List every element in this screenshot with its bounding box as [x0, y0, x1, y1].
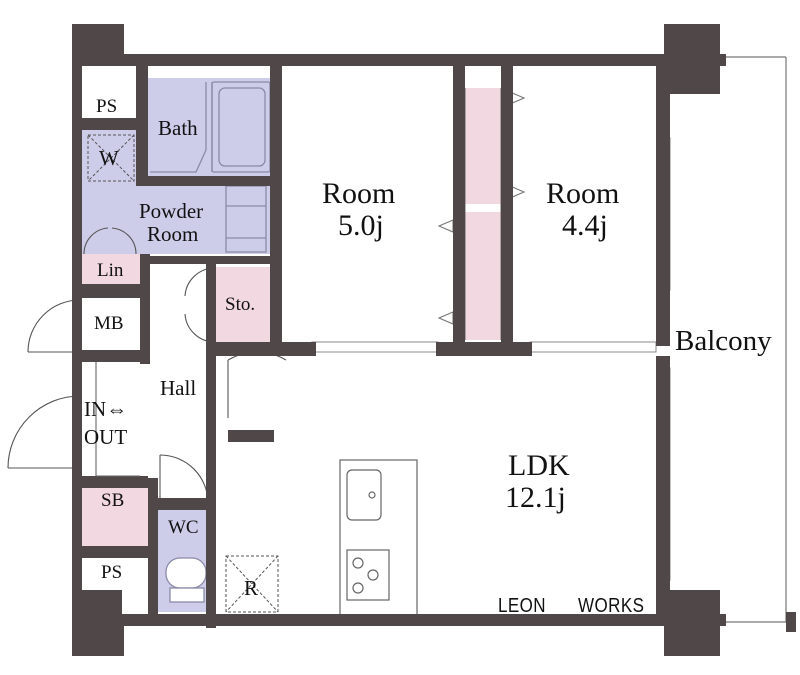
kitchen-counter: [339, 459, 418, 616]
ldk-name: LDK: [508, 449, 570, 482]
brand-left: LEON: [498, 595, 546, 617]
balcony-area: [720, 56, 796, 632]
powder-room-label-2: Room: [147, 222, 199, 246]
linen-label: Lin: [97, 260, 124, 281]
washer-icon: [87, 134, 135, 182]
ps-top-label: PS: [96, 96, 118, 117]
fridge-label: R: [244, 576, 259, 600]
shoe-box-label: SB: [101, 490, 125, 511]
entrance-label-2: OUT: [84, 425, 128, 449]
toilet-icon: [165, 557, 207, 603]
hall-label: Hall: [160, 376, 197, 400]
bath-label: Bath: [158, 116, 198, 140]
ldk-size: 12.1j: [505, 481, 566, 514]
storage-areas: [82, 88, 501, 546]
room-1-size: 5.0j: [338, 209, 384, 242]
room-2-name: Room: [546, 177, 620, 210]
meter-box-label: MB: [94, 313, 124, 334]
washer-label: W: [99, 146, 119, 170]
room-1-name: Room: [322, 177, 396, 210]
brand-right: WORKS: [578, 595, 645, 617]
fridge-icon: [225, 555, 279, 613]
walls: [72, 24, 726, 656]
powder-room-label-1: Powder: [139, 199, 204, 223]
entrance-step: [95, 362, 140, 477]
room-2-size: 4.4j: [562, 209, 608, 242]
storage-label: Sto.: [225, 294, 256, 315]
balcony-label: Balcony: [675, 325, 772, 357]
ps-bottom-label: PS: [101, 562, 123, 583]
wc-label: WC: [168, 517, 199, 538]
entrance-label-1: IN⇔: [84, 397, 128, 421]
